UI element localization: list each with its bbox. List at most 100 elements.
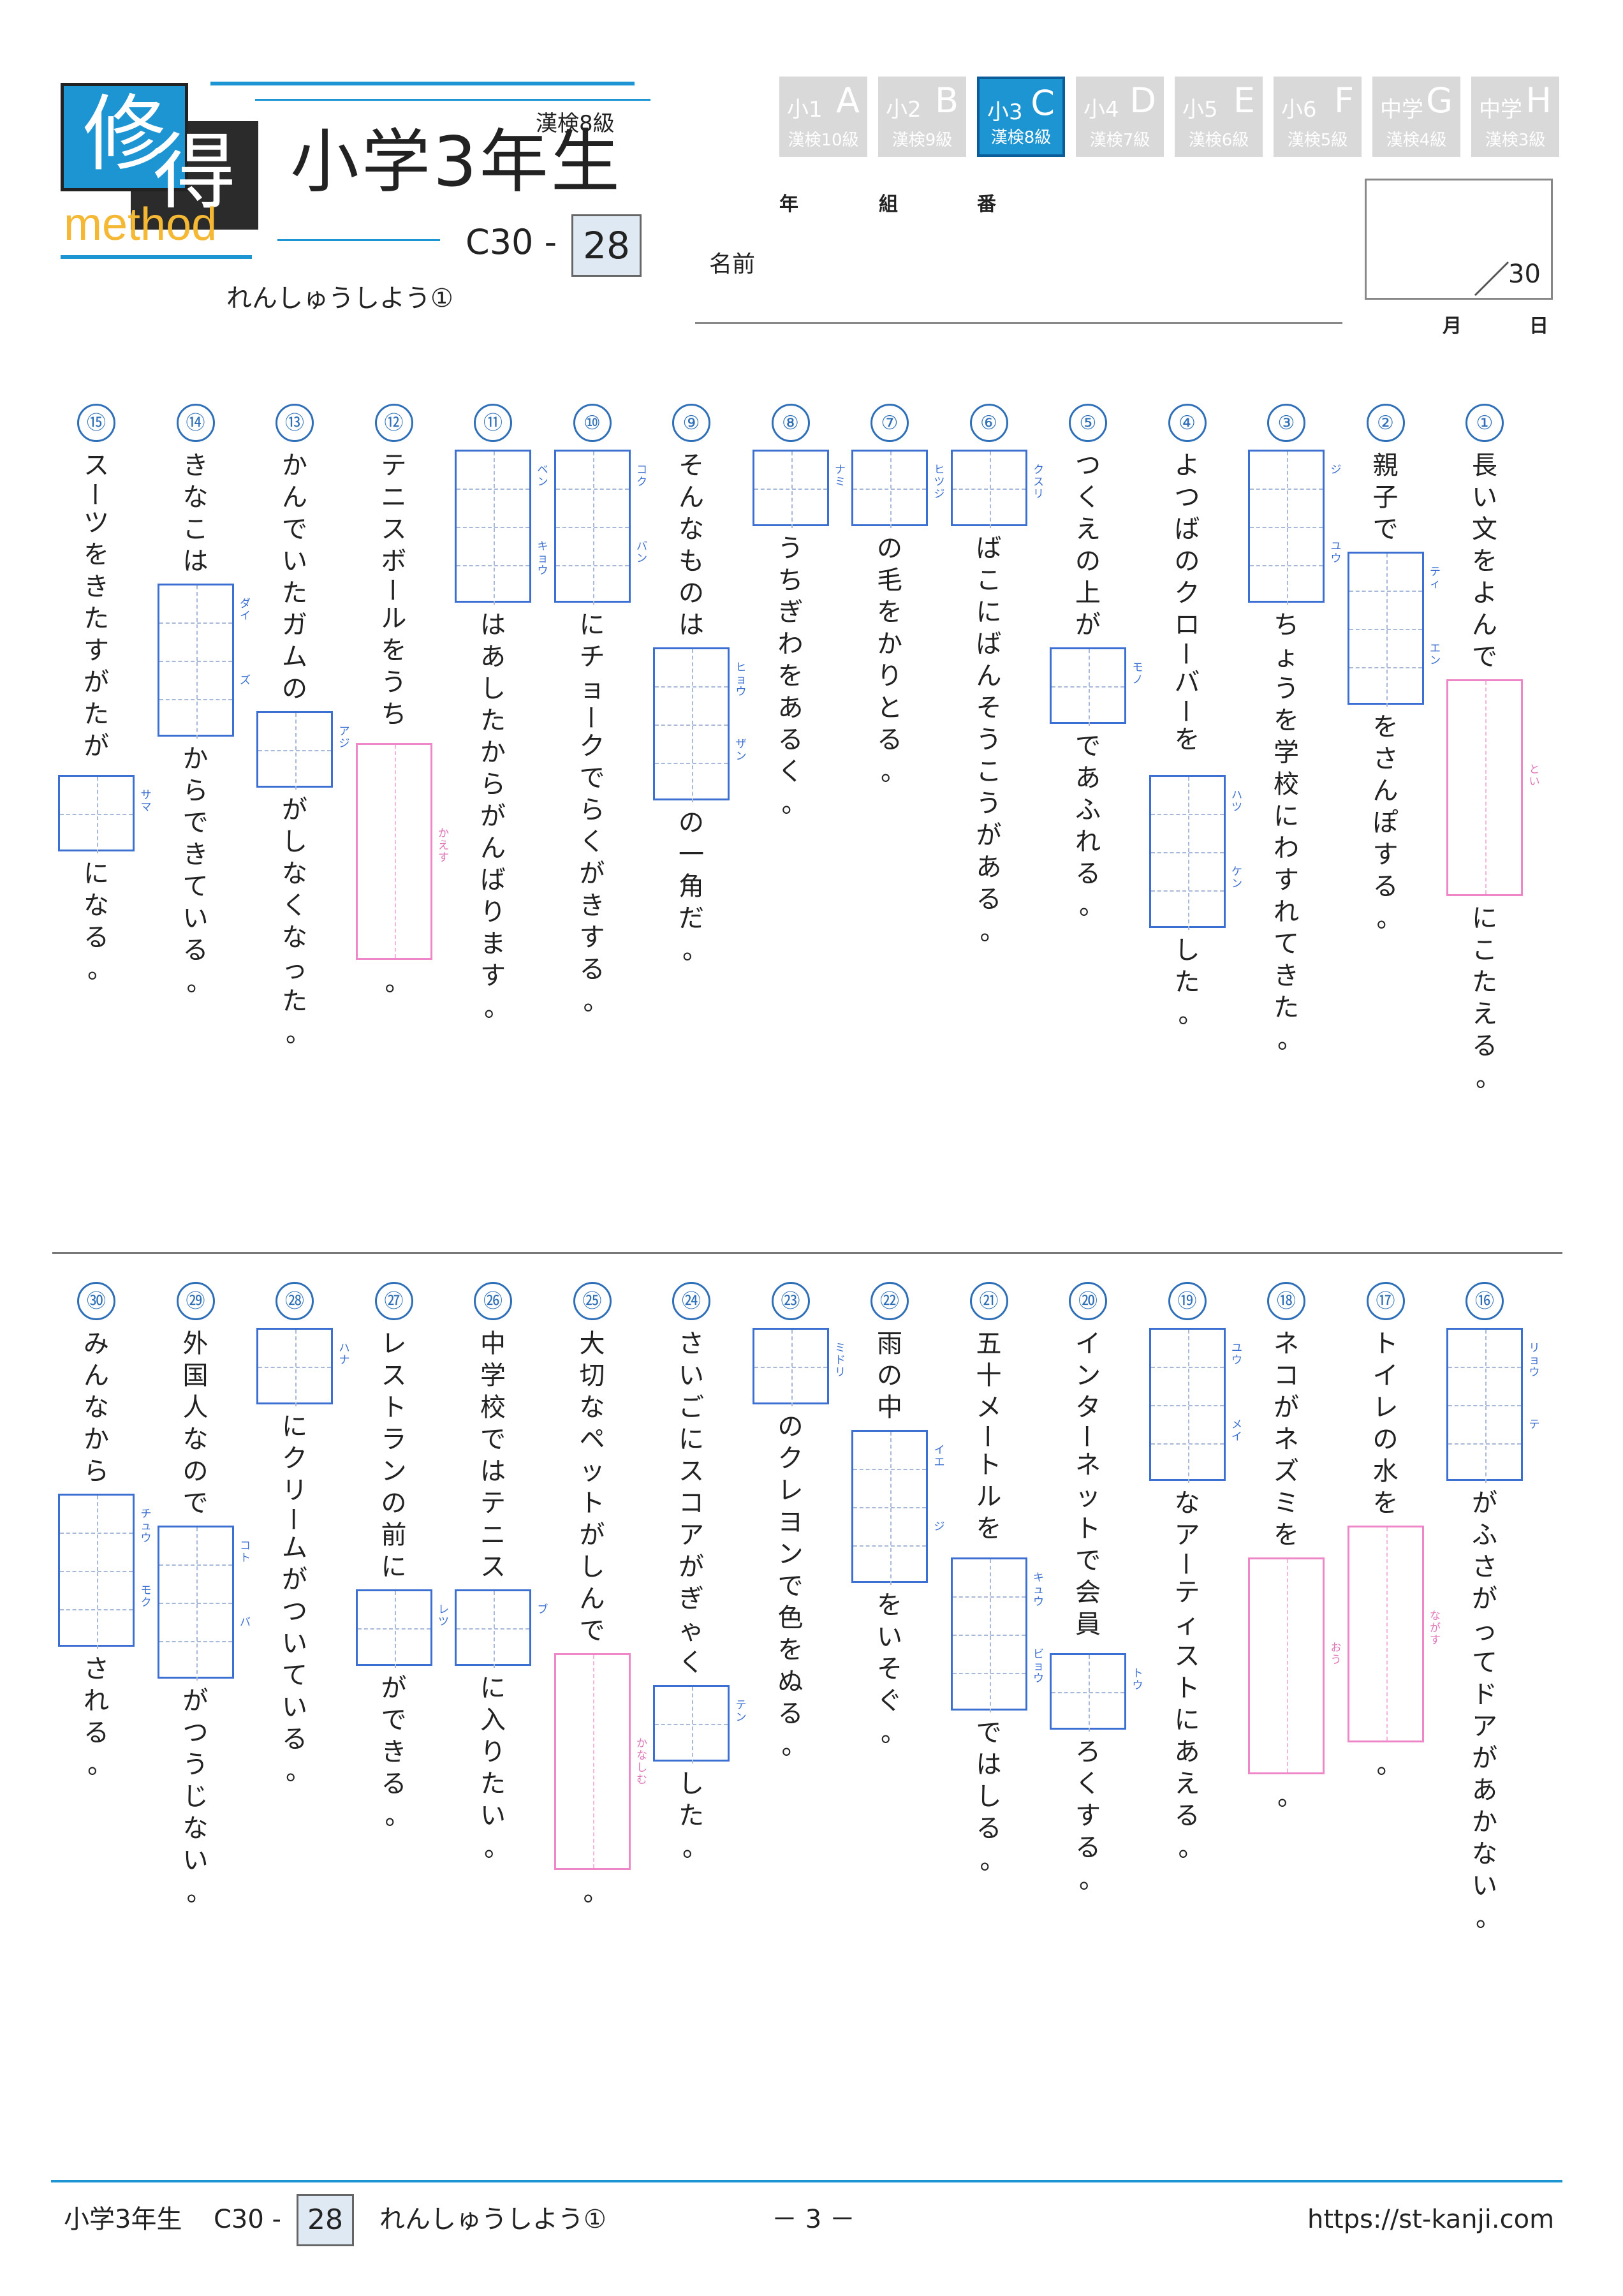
kanji-answer-box[interactable]: レツ (355, 1589, 449, 1668)
kanji-answer-box[interactable]: ヒツジ (851, 450, 945, 528)
answer-cell[interactable]: テ (1448, 1406, 1540, 1483)
answer-cell[interactable]: バ (159, 1604, 251, 1681)
kanji-answer-box[interactable]: ユウメイ (1149, 1328, 1242, 1483)
kanji-answer-box[interactable]: ダイズ (157, 584, 251, 739)
reading-hint: とい (1529, 763, 1540, 788)
grade-tab-label: 中学 (1479, 97, 1522, 122)
kanji-answer-box[interactable]: コトバ (157, 1526, 251, 1681)
kanji-answer-box[interactable]: モノ (1050, 647, 1143, 726)
kanji-answer-box[interactable]: チュウモク (58, 1494, 152, 1649)
answer-cell[interactable]: ベン (457, 452, 548, 528)
answer-cell[interactable]: バン (555, 528, 647, 605)
kanji-answer-box[interactable]: イエジ (851, 1430, 945, 1585)
kanji-answer-box[interactable]: リョウテ (1446, 1328, 1540, 1483)
header-top-bar (210, 82, 635, 85)
question-number: ⑱ (1267, 1282, 1305, 1320)
answer-cell[interactable]: キュウ (952, 1559, 1044, 1636)
answer-cell[interactable]: リョウ (1448, 1330, 1540, 1406)
grade-tab-kanken: 漢検8級 (990, 128, 1052, 147)
answer-cell[interactable]: かなしむ (556, 1655, 647, 1868)
kanji-answer-box[interactable]: ヒョウザン (653, 647, 747, 802)
answer-cell[interactable]: ユウ (1250, 528, 1342, 605)
okurigana-answer-box[interactable]: かなしむ (554, 1653, 647, 1870)
answer-cell[interactable]: おう (1250, 1559, 1342, 1772)
answer-cell[interactable]: モク (60, 1572, 152, 1649)
okurigana-answer-box[interactable]: かえす (355, 743, 449, 960)
answer-cell[interactable]: トウ (1052, 1655, 1143, 1732)
kanji-answer-box[interactable]: ナミ (752, 450, 846, 528)
answer-cell[interactable]: ダイ (159, 585, 251, 662)
answer-cell[interactable]: ケン (1150, 853, 1242, 930)
score-slash-icon (1474, 261, 1509, 297)
answer-cell[interactable]: ミドリ (754, 1330, 846, 1406)
answer-cell[interactable]: キョウ (457, 528, 548, 605)
answer-cell[interactable]: ブ (457, 1591, 548, 1668)
kanji-answer-box[interactable]: テン (653, 1685, 747, 1763)
footer-url[interactable]: https://st-kanji.com (1307, 2205, 1555, 2234)
logo-method-text: method (64, 199, 217, 250)
kanji-answer-box[interactable]: ブ (455, 1589, 548, 1668)
kanji-answer-box[interactable]: トウ (1050, 1653, 1143, 1732)
name-field[interactable] (695, 322, 1342, 324)
answer-cell[interactable]: ジ (1250, 452, 1342, 528)
answer-cell[interactable]: チュウ (60, 1496, 152, 1572)
answer-cell[interactable]: ザン (655, 726, 747, 802)
okurigana-answer-box[interactable]: おう (1248, 1557, 1342, 1774)
kanji-answer-box[interactable]: ベンキョウ (455, 450, 548, 605)
question-number: ③ (1267, 404, 1305, 442)
answer-cell[interactable]: サマ (60, 777, 152, 853)
kanji-answer-box[interactable]: ミドリ (752, 1328, 846, 1406)
question-text: トイレの水を (1372, 1329, 1399, 1518)
answer-cell[interactable]: エン (1349, 630, 1441, 707)
answer-cell[interactable]: ビョウ (952, 1636, 1044, 1712)
kanji-answer-box[interactable]: ハツケン (1149, 775, 1242, 930)
answer-cell[interactable]: クスリ (952, 452, 1044, 528)
kanji-answer-box[interactable]: ジユウ (1248, 450, 1342, 605)
okurigana-answer-box[interactable]: ながす (1347, 1526, 1441, 1742)
answer-cell[interactable]: メイ (1150, 1406, 1242, 1483)
answer-cell[interactable]: テン (655, 1687, 747, 1763)
answer-cell[interactable]: イエ (853, 1432, 945, 1508)
answer-cell[interactable]: とい (1448, 681, 1540, 894)
kanji-answer-box[interactable]: コクバン (554, 450, 647, 605)
answer-cell[interactable]: アジ (258, 713, 350, 790)
answer-cell[interactable]: ユウ (1150, 1330, 1242, 1406)
kanji-answer-box[interactable]: ハナ (256, 1328, 350, 1406)
answer-cell[interactable]: ながす (1349, 1527, 1441, 1740)
grade-tab-label: 小4 (1083, 97, 1119, 122)
answer-cell[interactable]: ハツ (1150, 777, 1242, 853)
answer-cell[interactable]: ヒツジ (853, 452, 945, 528)
answer-cell[interactable]: かえす (358, 745, 449, 958)
answer-cell[interactable]: ナミ (754, 452, 846, 528)
answer-cell[interactable]: ヒョウ (655, 649, 747, 726)
furigana-hint: バン (636, 540, 647, 565)
question-text: に入りたい。 (480, 1674, 510, 1862)
kanji-answer-box[interactable]: アジ (256, 711, 350, 790)
answer-cell[interactable]: ハナ (258, 1330, 350, 1406)
kanji-answer-box[interactable]: キュウビョウ (950, 1557, 1044, 1712)
kanji-answer-box[interactable]: ティエン (1347, 552, 1441, 707)
answer-cell[interactable]: コク (555, 452, 647, 528)
furigana-hint: バ (240, 1616, 251, 1629)
answer-cell[interactable]: レツ (357, 1591, 449, 1668)
answer-cell[interactable]: コト (159, 1527, 251, 1604)
header-mid-bar (277, 239, 440, 241)
score-box[interactable]: 30 (1365, 179, 1553, 300)
answer-cell[interactable]: ジ (853, 1508, 945, 1585)
kanji-answer-box[interactable]: クスリ (950, 450, 1044, 528)
kanji-answer-box[interactable]: サマ (58, 775, 152, 853)
answer-cell[interactable]: ティ (1349, 554, 1441, 630)
answer-cell[interactable]: ズ (159, 662, 251, 739)
okurigana-answer-box[interactable]: とい (1446, 679, 1540, 896)
furigana-hint: ザン (735, 738, 747, 763)
question-text: がしなくなった。 (282, 795, 311, 1048)
answer-cell[interactable]: モノ (1052, 649, 1143, 726)
